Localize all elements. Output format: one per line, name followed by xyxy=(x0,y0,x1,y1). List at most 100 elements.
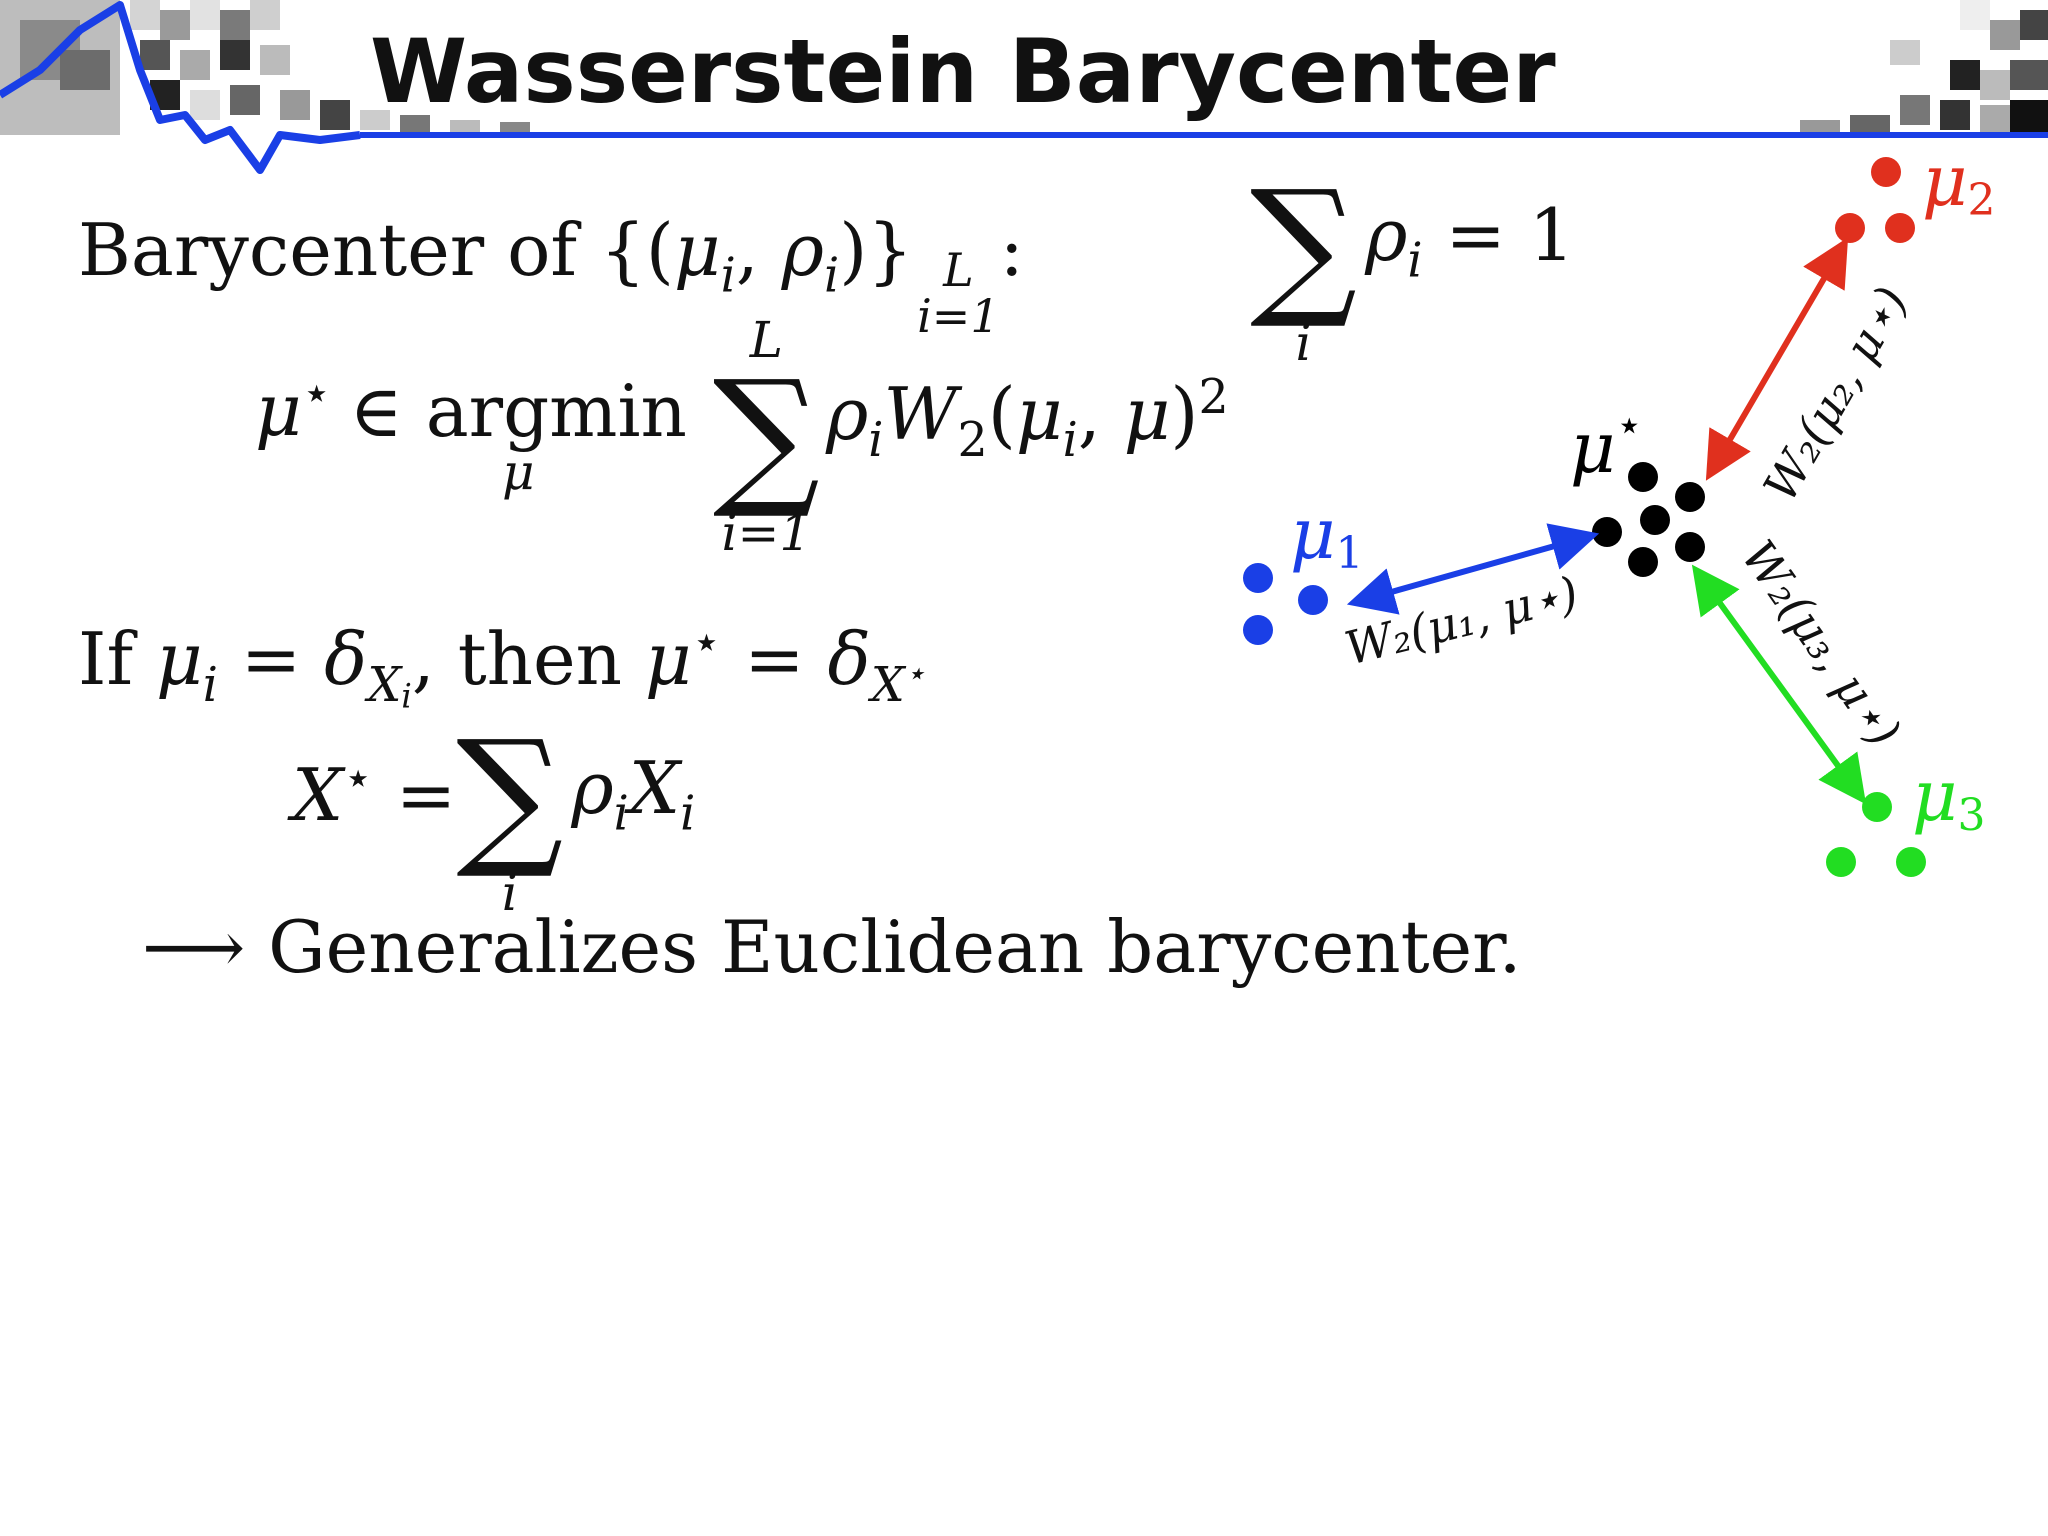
barycenter-diagram: μ2 μ⋆ μ1 μ3 W₂(μ₁, μ⋆) W₂(μ₂, μ⋆) W₂(μ₃,… xyxy=(1243,140,1996,877)
barycenter-formula: μ⋆ ∈ argmin μ L ∑ i=1 ρiW2(μi, μ)2 xyxy=(255,315,1229,558)
mu2-point xyxy=(1885,213,1915,243)
mu-symbol: μ xyxy=(1015,372,1063,456)
mosaic-left xyxy=(0,0,530,135)
argmin-operator: ∈ argmin μ xyxy=(350,375,687,497)
mu3-point xyxy=(1862,792,1892,822)
sum-upper: L xyxy=(749,311,783,369)
sum-symbol: ∑ xyxy=(456,709,564,883)
xstar-lhs: X⋆ = xyxy=(292,751,456,837)
rho-symbol: ρ xyxy=(1365,193,1408,278)
label-mustar: μ⋆ xyxy=(1570,400,1643,489)
rho-symbol: ρ xyxy=(781,208,824,292)
limit-lower: i=1 xyxy=(917,288,1000,343)
mu-symbol: μ xyxy=(255,367,302,452)
header-decoration xyxy=(0,0,2048,174)
label-w-mu1: W₂(μ₁, μ⋆) xyxy=(1340,566,1584,676)
mustar-point xyxy=(1675,532,1705,562)
arrow-mu2-mustar xyxy=(1705,237,1849,481)
mu-symbol: μ xyxy=(1123,372,1171,456)
delta-sub: X⋆ xyxy=(871,653,926,713)
equals: = xyxy=(373,752,457,837)
label-mu2: μ2 xyxy=(1922,140,1996,226)
arrow-mu3-mustar xyxy=(1691,564,1867,805)
dirac-case: If μi = δXi, then μ⋆ = δX⋆ xyxy=(78,615,926,715)
comma: , xyxy=(1077,372,1124,456)
label-mu3: μ3 xyxy=(1912,755,1986,841)
mu-symbol: μ xyxy=(673,208,721,292)
mu1-point xyxy=(1243,563,1273,593)
sum-lower: i xyxy=(501,863,518,922)
sum-operator-L: L ∑ i=1 xyxy=(713,315,820,558)
equals: = xyxy=(217,617,325,702)
mu3-point xyxy=(1826,847,1856,877)
generalizes-note: ⟶ Generalizes Euclidean barycenter. xyxy=(142,905,1522,989)
close-set: )} xyxy=(839,208,914,292)
mosaic-right xyxy=(1800,0,2048,135)
header-rule xyxy=(360,132,2048,138)
objective-body: ρiW2(μi, μ)2 xyxy=(826,370,1229,468)
if-word: If xyxy=(78,617,156,702)
x-symbol: X xyxy=(367,657,402,713)
sum-body: ρi = 1 xyxy=(1365,193,1574,289)
delta-symbol: δ xyxy=(324,617,368,702)
mu1-point xyxy=(1243,615,1273,645)
then-word: , then xyxy=(411,617,645,702)
mustar-points xyxy=(1592,462,1705,577)
colon: : xyxy=(999,208,1024,292)
sum-lower: i xyxy=(1295,313,1312,372)
subscript-i: i xyxy=(401,676,412,716)
subscript-i: i xyxy=(1407,234,1423,290)
mu-symbol: μ xyxy=(155,617,203,702)
superscript-2: 2 xyxy=(1198,369,1229,425)
argmin-sub: μ xyxy=(501,443,535,502)
equals-one: = 1 xyxy=(1422,193,1575,278)
delta-sub: Xi xyxy=(367,657,412,716)
sum-symbol: ∑ xyxy=(712,349,820,523)
mu2-point xyxy=(1871,157,1901,187)
sum-symbol: ∑ xyxy=(1250,159,1358,333)
mu3-point xyxy=(1896,847,1926,877)
subscript-i: i xyxy=(613,786,629,842)
mustar-point xyxy=(1628,462,1658,492)
rho-symbol: ρ xyxy=(571,745,614,830)
barycenter-prefix: Barycenter of {( xyxy=(78,208,674,292)
subscript-i: i xyxy=(202,657,218,713)
mu1-points xyxy=(1243,563,1328,645)
mustar-point xyxy=(1592,517,1622,547)
weights-constraint: ∑ i ρi = 1 xyxy=(1250,159,1575,372)
header-zigzag xyxy=(0,1,361,174)
slide-title: Wasserstein Barycenter xyxy=(370,20,1556,123)
subscript-i: i xyxy=(680,786,696,842)
mu2-points xyxy=(1835,157,1915,243)
xstar-body: ρiXi xyxy=(571,746,695,842)
subscript-i: i xyxy=(823,248,840,304)
x-symbol: X xyxy=(292,752,344,837)
star-sup: ⋆ xyxy=(904,653,926,693)
paren-open: ( xyxy=(987,372,1016,456)
subscript-2: 2 xyxy=(957,412,988,468)
argmin-word: ∈ argmin xyxy=(349,369,687,454)
mustar-point xyxy=(1628,547,1658,577)
sum-lower: i=1 xyxy=(721,503,812,562)
rho-symbol: ρ xyxy=(825,372,869,456)
mu-symbol: μ xyxy=(644,617,692,702)
subscript-i: i xyxy=(1062,412,1078,468)
euclidean-barycenter: X⋆ = ∑ i ρiXi xyxy=(292,709,695,922)
arrow-mu1-mustar xyxy=(1346,523,1600,615)
equals: = xyxy=(721,617,828,702)
mu1-point xyxy=(1298,585,1328,615)
sum-operator: ∑ i xyxy=(456,709,564,922)
label-w-mu2: W₂(μ₂, μ⋆) xyxy=(1753,277,1919,510)
star-sup: ⋆ xyxy=(301,365,332,421)
w-symbol: W xyxy=(883,372,958,456)
subscript-i: i xyxy=(868,412,884,468)
star-sup: ⋆ xyxy=(691,615,722,670)
mu3-points xyxy=(1826,792,1926,877)
delta-symbol: δ xyxy=(827,617,871,702)
sum-operator: ∑ i xyxy=(1250,159,1358,372)
mu2-point xyxy=(1835,213,1865,243)
label-w-mu3: W₂(μ₃, μ⋆) xyxy=(1731,530,1912,756)
limit-upper: L xyxy=(943,242,974,297)
